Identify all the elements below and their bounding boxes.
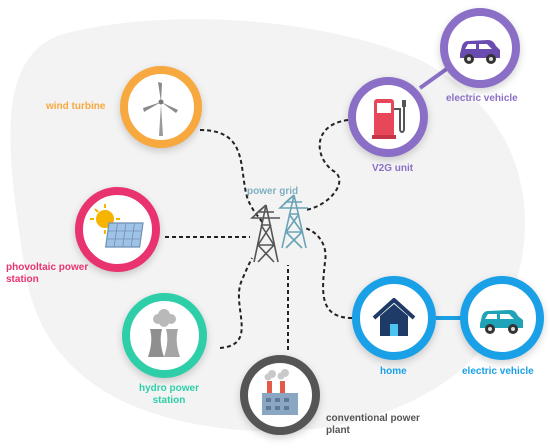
wind-turbine-node [120,66,202,148]
conventional-plant-label: conventional power plant [326,413,420,436]
house-icon [372,298,416,336]
home-label: home [380,366,407,377]
pv-station-node [75,187,160,272]
wind-turbine-label: wind turbine [46,101,106,112]
wind-turbine-icon [143,82,178,136]
electric-vehicle-top-label: electric vehicle [446,93,518,104]
factory-icon [262,369,298,415]
hydro-station-label: hydro power station [138,383,199,406]
electric-vehicle-top-node [440,8,520,88]
link-hydro [219,257,253,349]
car-icon [460,40,500,64]
electric-vehicle-bottom-label: electric vehicle [462,366,534,377]
electric-vehicle-bottom-node [460,276,544,360]
link-wind [199,129,263,223]
link-v2g [305,119,349,211]
cooling-tower-icon [148,309,180,357]
car-icon [480,310,523,334]
v2g-unit-node [348,77,428,157]
conventional-plant-node [240,355,320,435]
power-grid-label: power grid [247,186,299,197]
link-home [304,227,353,319]
pv-station-label: phovoltaic power station [6,262,89,285]
v2g-unit-label: V2G unit [372,163,414,174]
hydro-station-node [122,293,207,378]
power-grid-tower-icon [249,194,308,263]
charging-station-icon [372,99,406,139]
solar-panel-icon [90,204,144,248]
home-node [352,276,436,360]
